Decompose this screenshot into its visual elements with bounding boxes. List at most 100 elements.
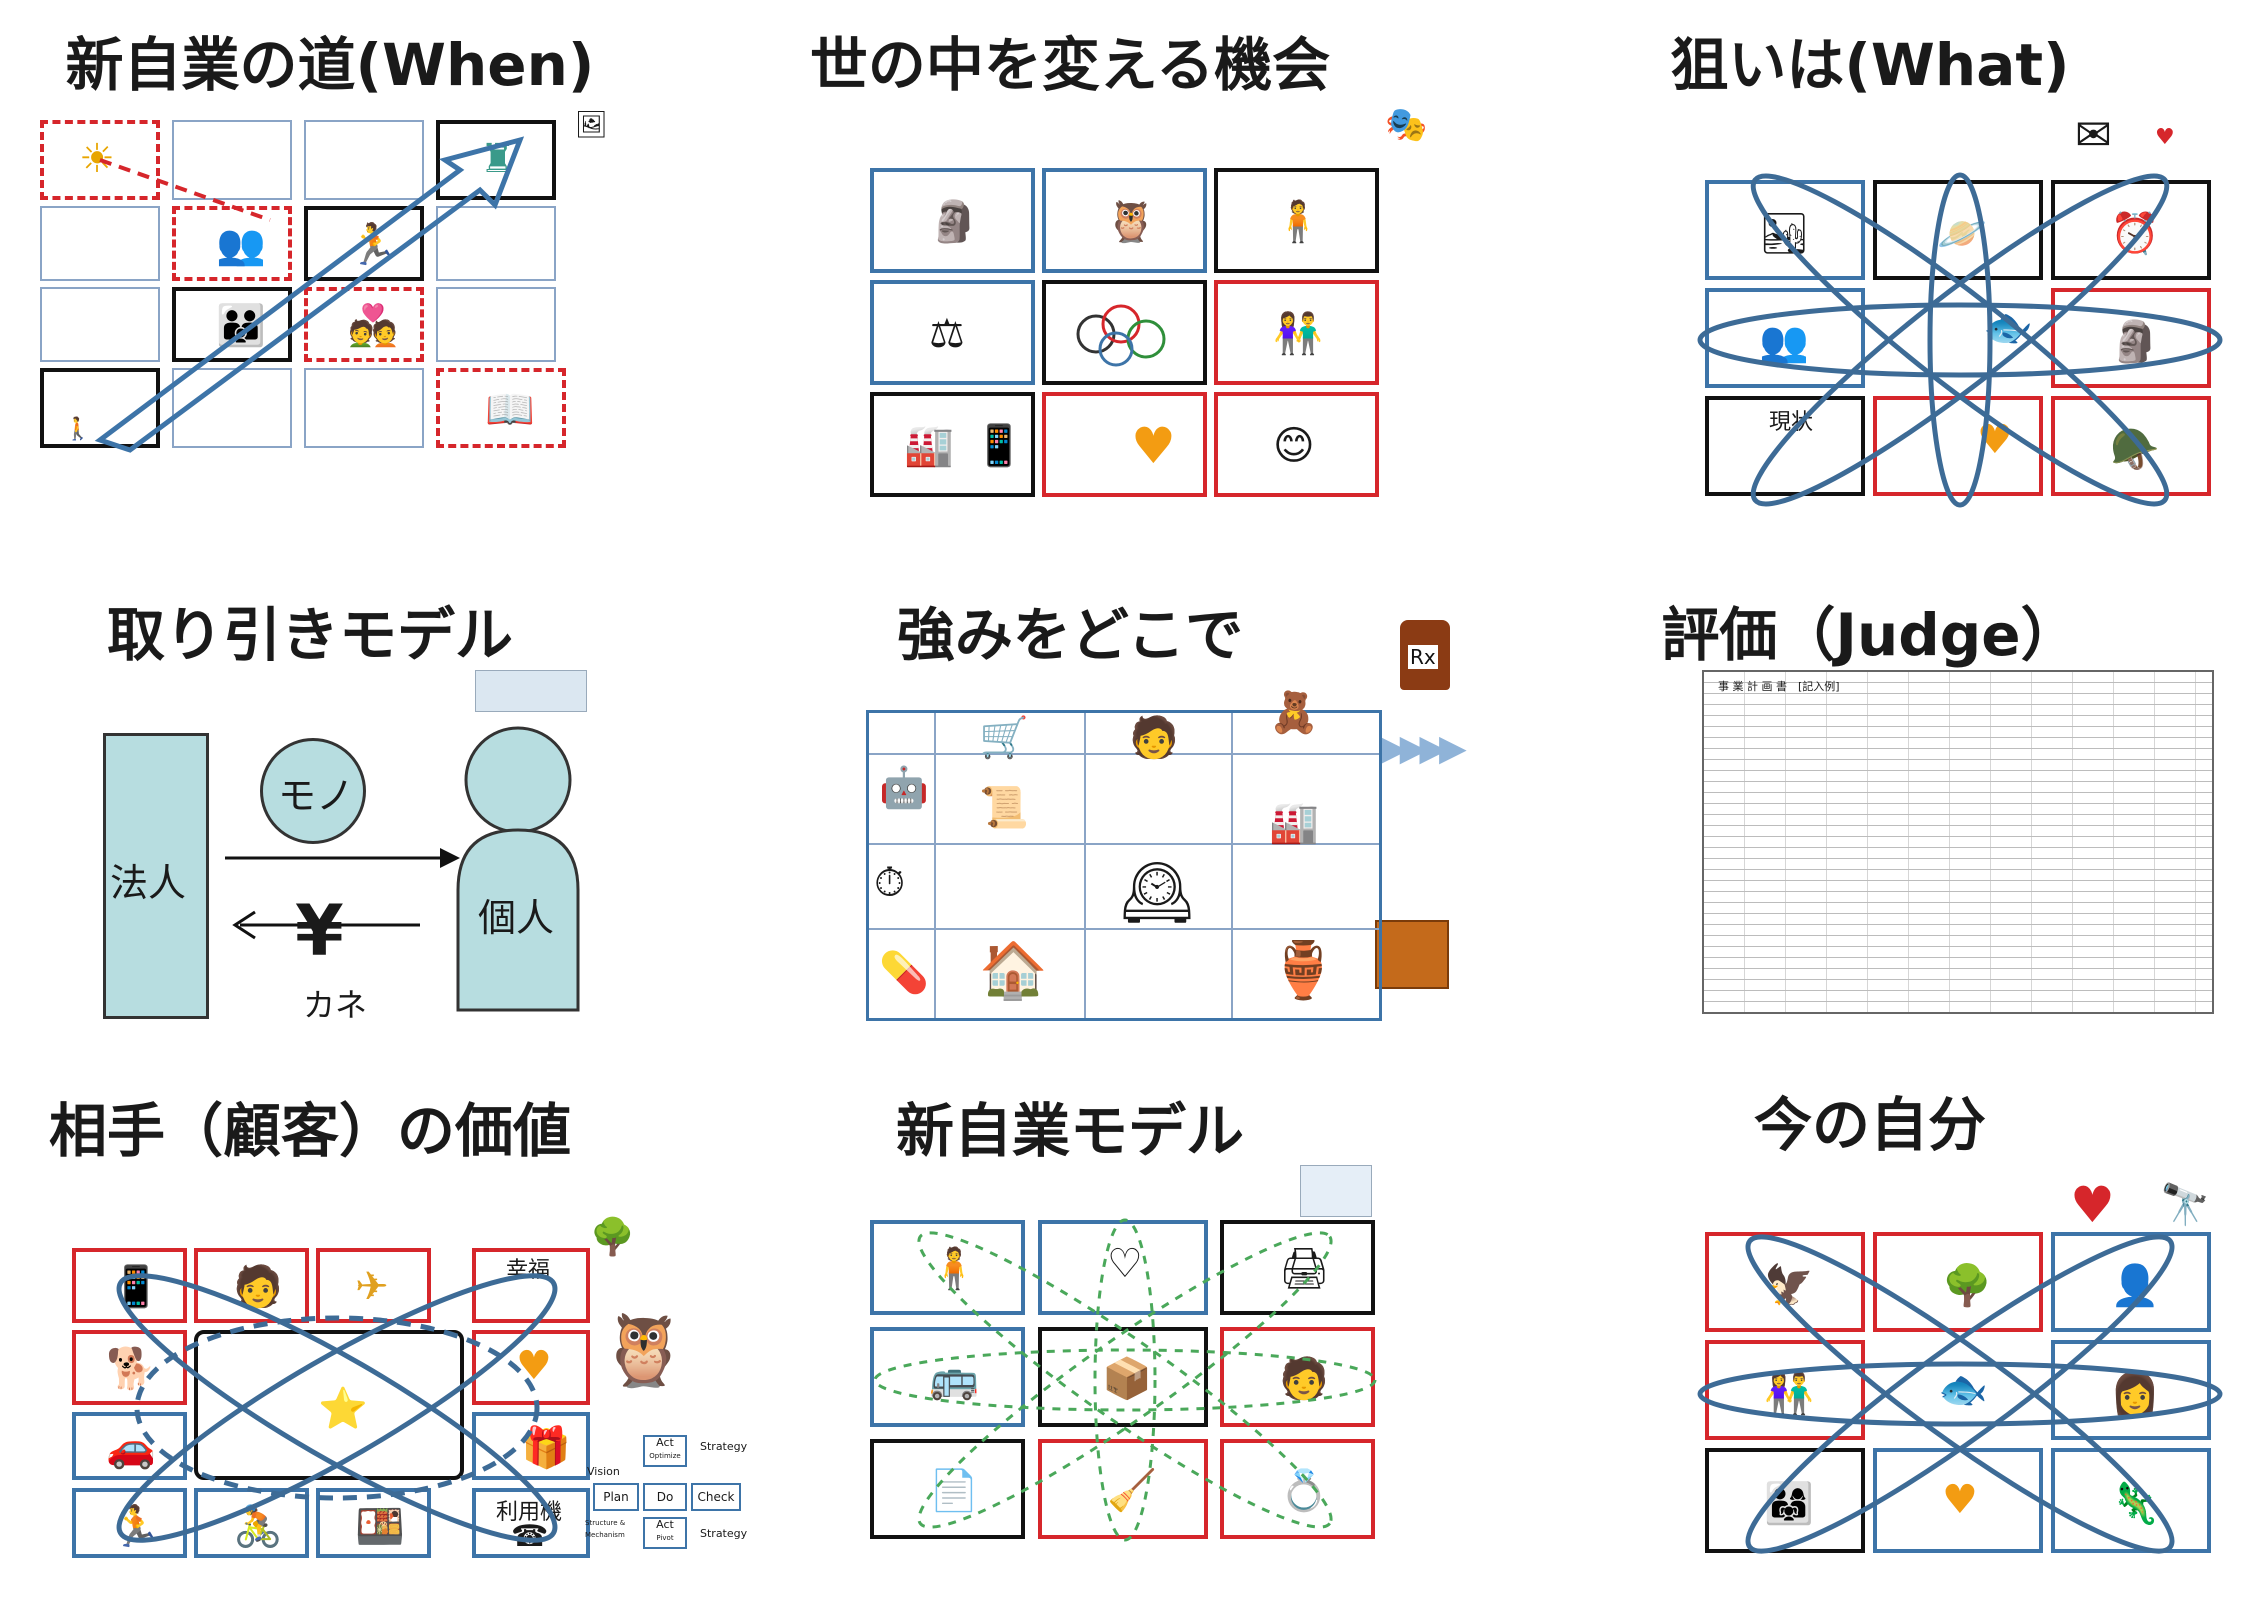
doll-icon: 🧸	[1269, 690, 1319, 736]
heart-clock-icon: ♥	[2070, 1176, 2115, 1234]
orbit-overlay	[1697, 172, 2223, 508]
pocket-watch-icon: 🕰	[1119, 858, 1196, 928]
toolbox-icon	[1375, 920, 1449, 989]
cell: 👨‍👩‍👧	[1705, 1448, 1865, 1553]
cell: 🚗	[72, 1412, 187, 1480]
panel-title: 相手（顧客）の価値	[48, 1097, 571, 1165]
cell: 🖨	[1220, 1220, 1375, 1315]
grid: 🗿 🦉 🧍 ⚖ 👫 🏭📱 ♥ 😊	[870, 168, 1400, 498]
goods-arrow	[225, 726, 580, 1012]
cell	[172, 120, 292, 200]
house-icon: 🏠	[979, 938, 1048, 1002]
crowd-icon: 👫	[1273, 311, 1323, 357]
orbit-overlay	[1697, 1234, 2223, 1554]
grid: 🦅 🌳 👤 👫 🐟 👩 👨‍👩‍👧 ♥ 🦎	[1697, 1232, 2223, 1557]
cell: 🏃	[72, 1488, 187, 1558]
cell: 🧑	[1220, 1327, 1375, 1427]
panel-judge: 評価（Judge） 事 業 計 画 書 [記入例]	[1530, 590, 2230, 1090]
chef-icon: 🧑	[1279, 1356, 1329, 1402]
family-icon: 👨‍👩‍👧	[1764, 1481, 1814, 1527]
orbit-overlay	[873, 1218, 1377, 1542]
panel-title: 新自業モデル	[895, 1097, 1244, 1165]
sun-icon: ☀	[79, 136, 115, 182]
document-icon: 📄	[929, 1468, 979, 1514]
strategy-top-label: Strategy	[700, 1440, 748, 1453]
vase-icon: 🏺	[1269, 938, 1338, 1002]
strength-grid: 🛒 🧑 🧸 🤖 📜 🏭 ⏱ 🕰 💊 🏠 🏺	[866, 693, 1382, 1021]
cell: ♡	[1038, 1220, 1208, 1315]
scale-icon: ⚖	[929, 311, 965, 357]
watch-icon: ⏱	[874, 860, 906, 906]
face-icon: 👩	[2110, 1371, 2160, 1417]
plan-box: Plan	[593, 1483, 639, 1511]
cell: 👫	[1705, 1340, 1865, 1440]
food-icon: 🍱	[355, 1504, 405, 1550]
envelope-icon: ✉	[2075, 110, 2112, 161]
goods-label: モノ	[278, 774, 355, 818]
yen-icon: ¥	[295, 890, 344, 972]
crowd-icon: 👥	[1759, 319, 1809, 365]
cell: ⏰	[2051, 180, 2211, 280]
grid: ☀ ♜ 👥 🏃 👪 💑 🚶 📖	[40, 120, 600, 453]
cell: ♥	[1873, 396, 2043, 496]
mechanism-label: Mechanism	[585, 1531, 625, 1539]
reading-icon: 📖	[485, 387, 535, 433]
tree-icon: 🌳	[1942, 1263, 1992, 1309]
thinker-icon: 🗿	[2110, 319, 2160, 365]
fish-icon: 🐟	[1938, 1367, 1988, 1413]
corporation-label: 法人	[110, 861, 187, 905]
cell-team: 😊	[1214, 392, 1379, 497]
faces-icon: 🗿	[929, 199, 979, 245]
cart-icon: 🛒	[979, 715, 1029, 761]
table-thumbnail-icon	[475, 670, 587, 712]
grid: 🧍 ♡ 🖨 🚌 📦 🧑 📄 🧹 💍	[870, 1218, 1380, 1542]
individual-label: 個人	[478, 896, 555, 940]
cell: ♥	[472, 1330, 590, 1405]
panel-title: 今の自分	[1753, 1091, 1986, 1159]
cell: 🎁	[472, 1412, 590, 1480]
cell-center: 📦	[1038, 1327, 1208, 1427]
structure-label: Structure &	[585, 1519, 626, 1527]
heart-icon: ♥	[1131, 417, 1176, 475]
owl-icon: 🦉	[1106, 199, 1156, 245]
cell: 🐕	[72, 1330, 187, 1405]
robot-icon: 🤖	[879, 765, 929, 811]
document-title: 事 業 計 画 書 [記入例]	[1718, 680, 1840, 693]
heart-small-icon: ♥	[2155, 125, 2175, 150]
owl-reading-icon: 🦉	[600, 1309, 688, 1391]
check-box: Check	[691, 1483, 741, 1511]
couple-icon: 💑	[348, 303, 398, 349]
panel-when: 新自業の道(When) ☀ ♜ 👥 🏃 👪 💑 🚶 📖 🖼	[30, 20, 730, 520]
panel-strengths: 強みをどこで Rx ▶▶▶▶ 🛒 🧑 🧸 🤖 📜 🏭 ⏱ 🕰 💊 🏠 🏺	[770, 590, 1470, 1090]
heart-outline-icon: ♡	[1107, 1241, 1143, 1287]
grid: 🏜 🪐 ⏰ 👥 🐟 🗿 現状 ♥ 🪖	[1697, 172, 2223, 510]
cell: 📄	[870, 1439, 1025, 1539]
cell	[304, 120, 424, 200]
walker-icon: 🚶	[64, 417, 92, 442]
cell-silhouettes: 🧍	[1214, 168, 1379, 273]
cell	[304, 368, 424, 448]
cell-faces: 🗿	[870, 168, 1035, 273]
cell-group: 👪	[172, 287, 292, 362]
cell-people: 👥	[172, 206, 292, 281]
money-label: カネ	[303, 986, 368, 1024]
phone-icon: 📱	[974, 423, 1024, 469]
team-icon: 😊	[1273, 423, 1315, 469]
cell-scale: ⚖	[870, 280, 1035, 385]
panel-opportunity: 世の中を変える機会 🗿 🦉 🧍 ⚖ 👫 🏭📱 ♥ 😊 🎭	[770, 20, 1470, 520]
panel-current-self: 今の自分 ♥ 🔭 🦅 🌳 👤 👫 🐟 👩 👨‍👩‍👧 ♥ 🦎	[1530, 1091, 2230, 1600]
cell	[436, 287, 556, 362]
panel-title: 新自業の道(When)	[65, 31, 595, 99]
strategy-bottom-label: Strategy	[700, 1527, 748, 1540]
business-plan-document: 事 業 計 画 書 [記入例]	[1702, 670, 2214, 1014]
cell: 🚌	[870, 1327, 1025, 1427]
cell-crowd: 👫	[1214, 280, 1379, 385]
dog-walker-icon: 🐕	[106, 1346, 156, 1392]
person-icon: 🧍	[929, 1246, 979, 1292]
goods-circle	[260, 738, 366, 844]
cell	[40, 206, 160, 281]
heart-icon: ♥	[516, 1343, 552, 1389]
paper-icon: 📜	[979, 785, 1029, 831]
medicine-icon: 💊	[879, 950, 929, 996]
